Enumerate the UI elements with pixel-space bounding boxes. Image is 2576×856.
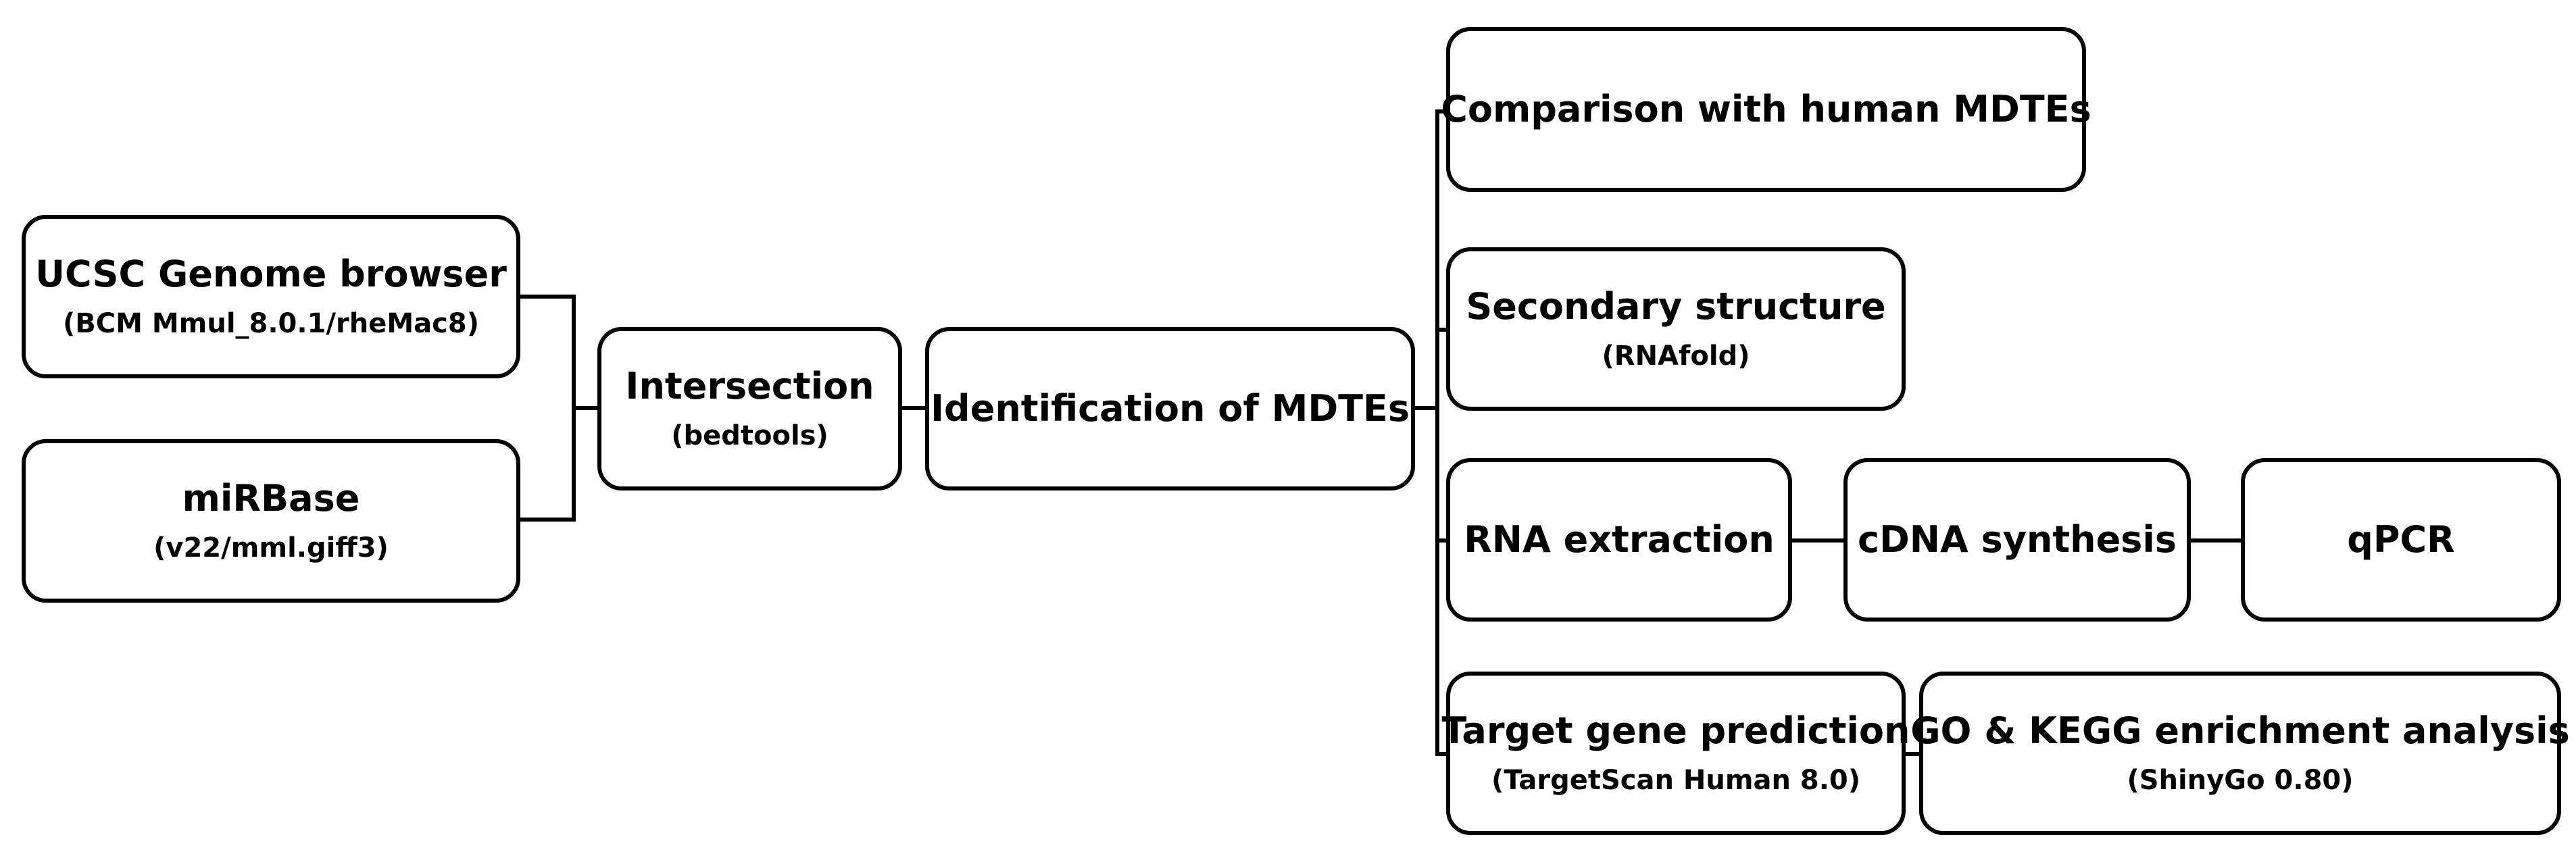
intersection-node: Intersection (bedtools): [597, 327, 902, 490]
cdna-synthesis-title: cDNA synthesis: [1857, 518, 2177, 561]
mirbase-node: miRBase (v22/mml.giff3): [22, 439, 520, 603]
qpcr-node: qPCR: [2241, 458, 2561, 622]
connector-bracket-to-intersection: [572, 406, 597, 410]
rna-extraction-node: RNA extraction: [1446, 458, 1792, 622]
rna-extraction-title: RNA extraction: [1464, 518, 1775, 561]
connector-identification-to-branch: [1415, 406, 1439, 410]
secondary-structure-subtitle: (RNAfold): [1602, 341, 1750, 372]
go-kegg-enrichment-subtitle: (ShinyGo 0.80): [2127, 765, 2354, 797]
intersection-subtitle: (bedtools): [671, 420, 828, 452]
connector-branch-to-target-gene: [1435, 752, 1450, 756]
ucsc-genome-browser-title: UCSC Genome browser: [35, 252, 507, 295]
connector-mirbase-to-bracket: [520, 518, 576, 522]
target-gene-prediction-title: Target gene prediction: [1441, 709, 1910, 752]
identification-node: Identification of MDTEs: [925, 327, 1415, 490]
intersection-title: Intersection: [625, 364, 874, 407]
connector-cdna-to-qpcr: [2189, 538, 2244, 543]
mirbase-title: miRBase: [182, 476, 360, 520]
secondary-structure-title: Secondary structure: [1466, 284, 1886, 328]
qpcr-title: qPCR: [2347, 518, 2455, 561]
target-gene-prediction-subtitle: (TargetScan Human 8.0): [1491, 765, 1861, 797]
comparison-title: Comparison with human MDTEs: [1441, 87, 2091, 130]
connector-ucsc-to-bracket: [520, 295, 576, 299]
connector-intersection-to-identification: [902, 406, 925, 410]
ucsc-genome-browser-node: UCSC Genome browser (BCM Mmul_8.0.1/rheM…: [22, 215, 520, 378]
connector-branch-to-comparison: [1435, 109, 1450, 114]
secondary-structure-node: Secondary structure (RNAfold): [1446, 247, 1906, 411]
cdna-synthesis-node: cDNA synthesis: [1843, 458, 2191, 622]
target-gene-prediction-node: Target gene prediction (TargetScan Human…: [1442, 672, 1910, 835]
ucsc-genome-browser-subtitle: (BCM Mmul_8.0.1/rheMac8): [63, 308, 479, 340]
connector-branch-to-secondary: [1435, 328, 1450, 332]
connector-branch-to-rna-extraction: [1435, 538, 1450, 543]
connector-right-branch-vertical: [1435, 109, 1439, 756]
go-kegg-enrichment-title: GO & KEGG enrichment analysis: [1910, 709, 2570, 752]
identification-title: Identification of MDTEs: [930, 386, 1410, 430]
connector-rna-extraction-to-cdna: [1791, 538, 1845, 543]
comparison-node: Comparison with human MDTEs: [1441, 27, 2091, 192]
mirbase-subtitle: (v22/mml.giff3): [153, 532, 389, 564]
connector-target-gene-to-go-kegg: [1904, 752, 1920, 756]
go-kegg-enrichment-node: GO & KEGG enrichment analysis (ShinyGo 0…: [1910, 672, 2570, 835]
